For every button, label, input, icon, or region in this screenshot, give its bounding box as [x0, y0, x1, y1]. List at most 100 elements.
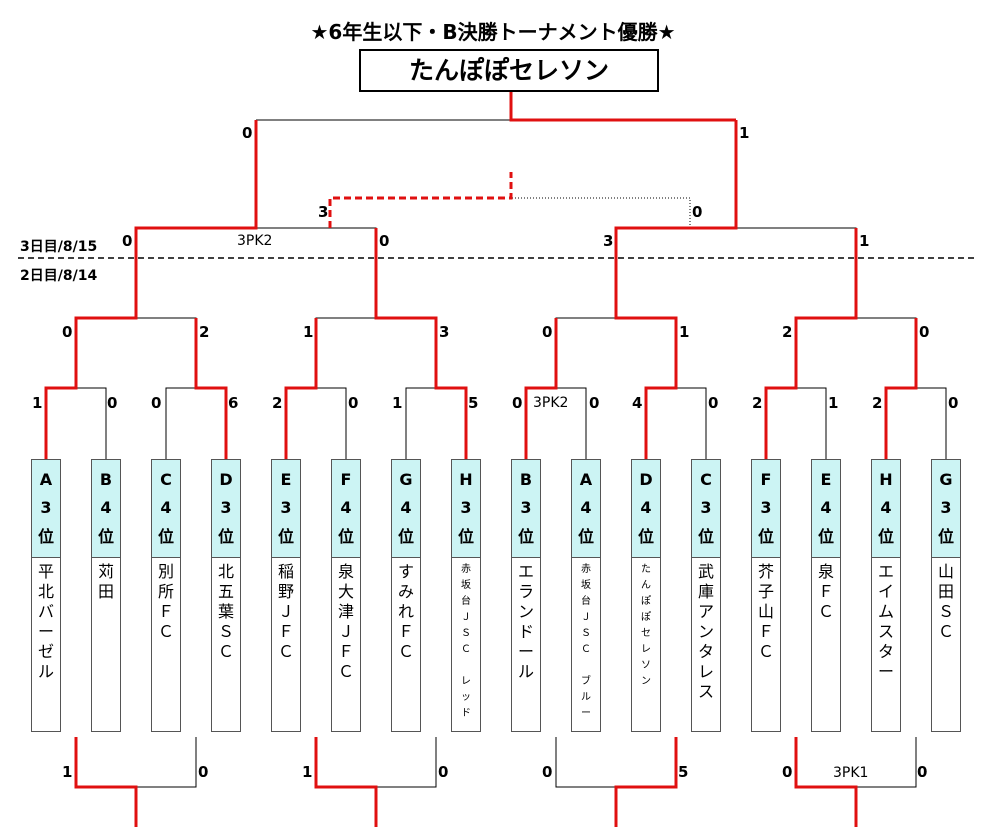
team-name-char: 野 [277, 582, 294, 601]
team-name-char: Ｊ [337, 622, 354, 641]
seed-group: A [39, 470, 53, 490]
seed-group: H [459, 470, 473, 490]
team-name-char: ア [697, 602, 714, 621]
team-name-char: ラ [517, 582, 534, 601]
team-name-char: Ｆ [277, 622, 294, 641]
seed-pos: 位 [277, 526, 294, 546]
team-name-char: ー [581, 708, 591, 719]
r1-score-7: 1 [392, 394, 403, 412]
team-name-char: エ [517, 562, 534, 581]
seed-group: D [219, 470, 233, 490]
team-name-char: Ｊ [461, 612, 471, 623]
r2-score-4: 3 [439, 323, 450, 341]
team-name-char: た [641, 564, 651, 575]
team-name-char: ブ [581, 676, 591, 687]
seed-group: G [939, 470, 953, 490]
third-score-left: 3 [318, 203, 329, 221]
r1-score-11: 4 [632, 394, 643, 412]
r2-line-winner-4 [794, 228, 858, 388]
team-name-15: エイムスター [871, 557, 901, 732]
seed-group: B [99, 470, 113, 490]
team-name-char: Ｃ [937, 622, 954, 641]
team-name-char: 別 [157, 562, 174, 581]
seed-pos: 位 [337, 526, 354, 546]
team-name-char: 所 [157, 582, 174, 601]
seed-rank: 4 [820, 498, 832, 518]
r1-line-winner-8 [884, 318, 918, 459]
team-name-char: ル [581, 692, 591, 703]
third-line-winner [328, 172, 513, 228]
seed-rank: 3 [940, 498, 952, 518]
bottom-score-6: 5 [678, 763, 689, 781]
team-name-char [461, 658, 471, 674]
team-name-char: ド [461, 708, 471, 719]
bottom-score-4: 0 [438, 763, 449, 781]
r2-line-winner-2 [374, 228, 438, 388]
team-name-11: たんぽぽセレソン [631, 557, 661, 732]
team-name-char: Ｃ [581, 644, 591, 655]
seed-group: E [280, 470, 292, 490]
seed-group: C [160, 470, 172, 490]
team-name-char: Ｊ [581, 612, 591, 623]
seed-pos: 位 [217, 526, 234, 546]
seed-group: B [519, 470, 533, 490]
bottom-score-5: 0 [542, 763, 553, 781]
team-name-char: Ｃ [461, 644, 471, 655]
seed-rank: 4 [580, 498, 592, 518]
team-name-char: 山 [937, 562, 954, 581]
r2-line-loser-3 [555, 317, 616, 388]
team-name-char: 子 [757, 582, 774, 601]
team-name-char: ッ [461, 692, 471, 703]
r1-line-winner-5 [524, 318, 558, 459]
seed-rank: 4 [880, 498, 892, 518]
team-name-char: Ｓ [461, 628, 471, 639]
seed-rank: 3 [700, 498, 712, 518]
seed-rank: 4 [640, 498, 652, 518]
team-name-char: 大 [337, 582, 354, 601]
sf-score-2: 0 [379, 232, 390, 250]
team-name-1: 平北バーゼル [31, 557, 61, 732]
bottom-score-8: 0 [917, 763, 928, 781]
team-name-char: Ｃ [817, 602, 834, 621]
team-name-char: Ｓ [937, 602, 954, 621]
seed-pos: 位 [697, 526, 714, 546]
team-name-char: ぽ [641, 596, 651, 607]
team-name-char: 泉 [337, 562, 354, 581]
team-name-char: ー [37, 622, 54, 641]
team-name-char: タ [877, 642, 894, 661]
team-name-char: イ [877, 582, 894, 601]
team-name-char: れ [397, 602, 414, 621]
team-name-char: Ｊ [277, 602, 294, 621]
final-line-right-winner [509, 92, 736, 122]
page-title: ★6年生以下・B決勝トーナメント優勝★ [310, 20, 676, 44]
seed-group: D [639, 470, 653, 490]
team-name-char: Ｆ [157, 602, 174, 621]
team-name-char [581, 658, 591, 674]
team-name-char: ー [877, 662, 894, 681]
bottom-line-winner-2 [314, 737, 378, 827]
r1-line-loser-4 [405, 387, 436, 459]
team-name-char: Ｃ [397, 642, 414, 661]
r2-score-3: 1 [303, 323, 314, 341]
r1-score-9: 0 [512, 394, 523, 412]
bottom-line-winner-4 [794, 737, 858, 827]
bottom-line-loser-3 [555, 737, 616, 788]
team-name-2: 苅田 [91, 557, 121, 732]
seed-rank: 3 [520, 498, 532, 518]
bottom-line-loser-1 [136, 737, 197, 788]
bottom-score-7: 0 [782, 763, 793, 781]
team-name-char: 稲 [277, 562, 294, 581]
team-name-char: ソ [641, 660, 651, 671]
r2-line-loser-2 [315, 317, 376, 388]
team-name-char: 台 [461, 596, 471, 607]
team-name-char: 田 [97, 582, 114, 601]
r1-line-loser-5 [556, 387, 587, 459]
r1-line-loser-6 [676, 387, 707, 459]
r1-line-loser-8 [916, 387, 947, 459]
team-name-char: Ｃ [757, 642, 774, 661]
seed-group: F [340, 470, 352, 490]
